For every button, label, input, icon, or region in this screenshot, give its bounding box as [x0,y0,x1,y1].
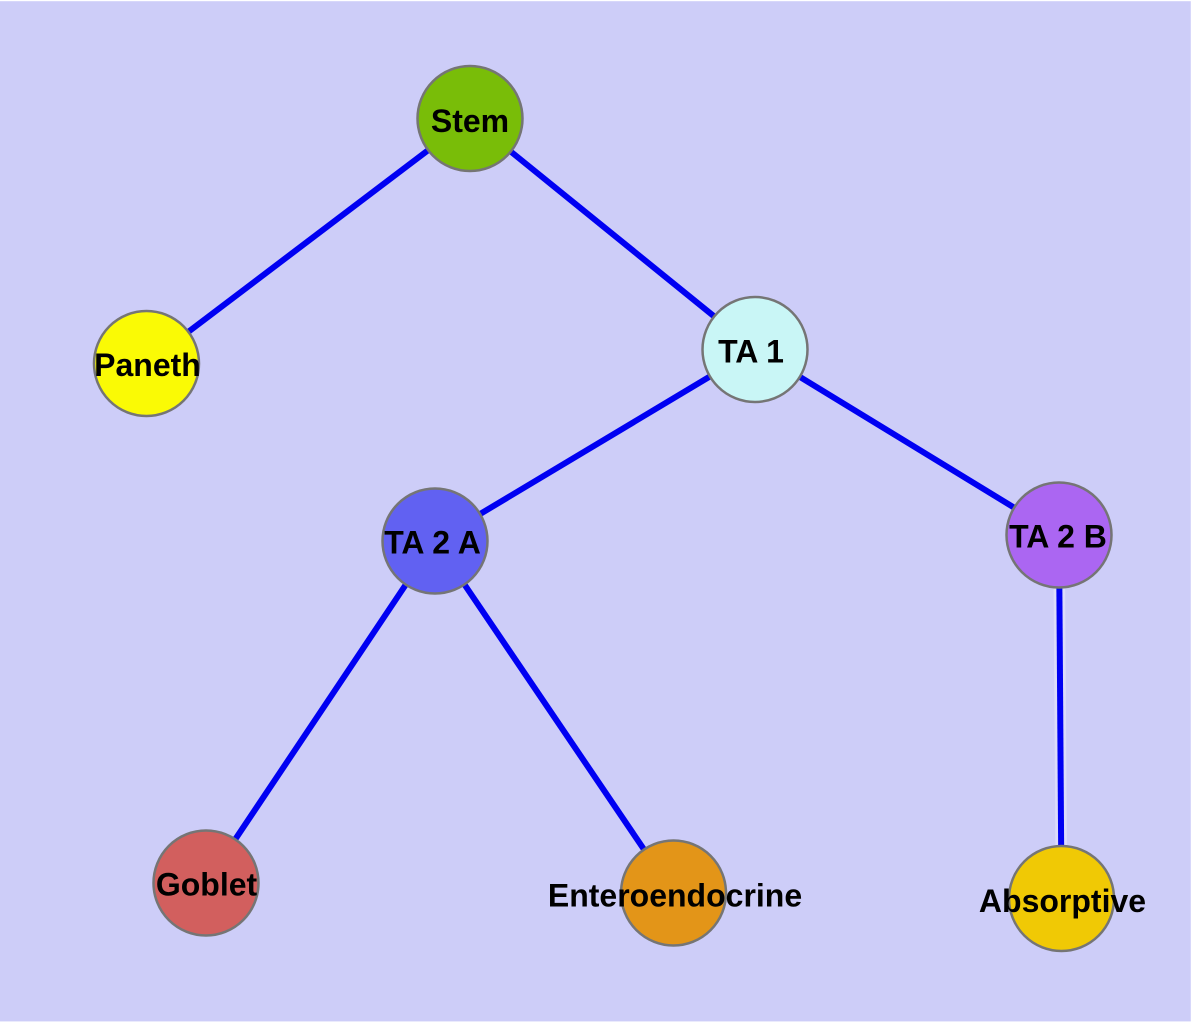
svg-text:TA 2 A: TA 2 A [384,525,481,561]
svg-text:Stem: Stem [431,103,509,139]
svg-text:Enteroendocrine: Enteroendocrine [548,878,802,914]
svg-text:TA 1: TA 1 [718,334,784,370]
svg-text:Paneth: Paneth [94,347,201,383]
svg-text:Goblet: Goblet [156,867,258,903]
svg-text:TA 2 B: TA 2 B [1009,519,1107,555]
svg-text:Absorptive: Absorptive [979,883,1146,919]
